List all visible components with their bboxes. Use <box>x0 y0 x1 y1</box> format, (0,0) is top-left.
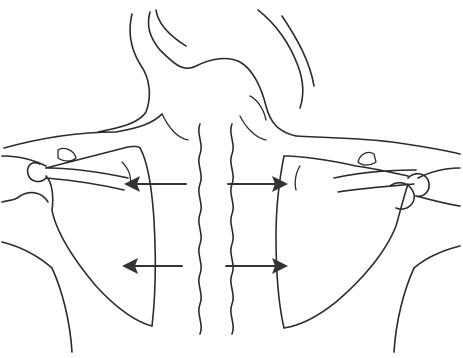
right-scapula <box>276 156 408 328</box>
left-shoulder-joint <box>2 148 128 268</box>
arrow-upper-left <box>124 176 186 192</box>
right-shoulder-joint <box>334 152 460 268</box>
head-neck-outline <box>98 10 314 136</box>
arrow-lower-right <box>226 258 288 274</box>
spine <box>199 124 233 334</box>
arrow-lower-left <box>122 258 182 274</box>
